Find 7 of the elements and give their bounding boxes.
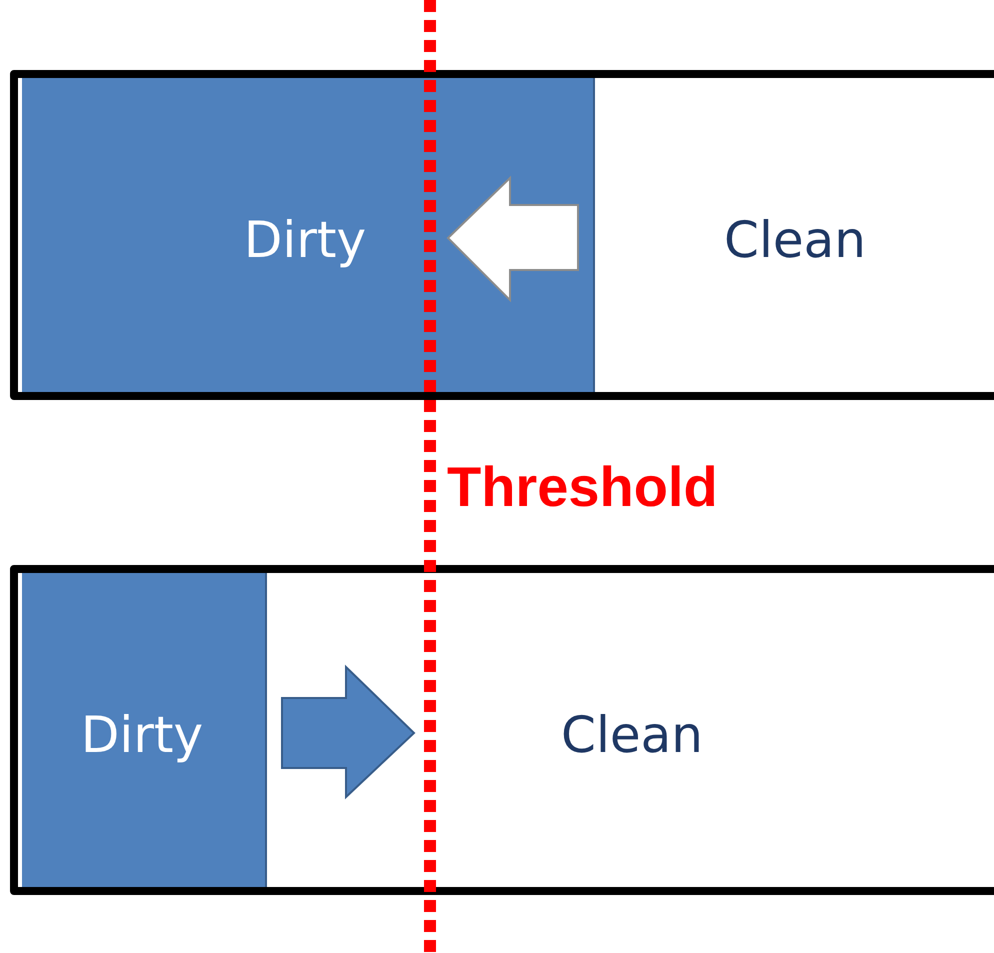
region-label: Dirty <box>244 210 366 270</box>
region-label: Clean <box>724 210 866 270</box>
region-label: Dirty <box>80 705 204 765</box>
dirty-region <box>22 573 267 890</box>
region-label: Clean <box>561 705 703 765</box>
dirty-region <box>22 78 595 395</box>
threshold-label: Threshold <box>447 455 718 519</box>
